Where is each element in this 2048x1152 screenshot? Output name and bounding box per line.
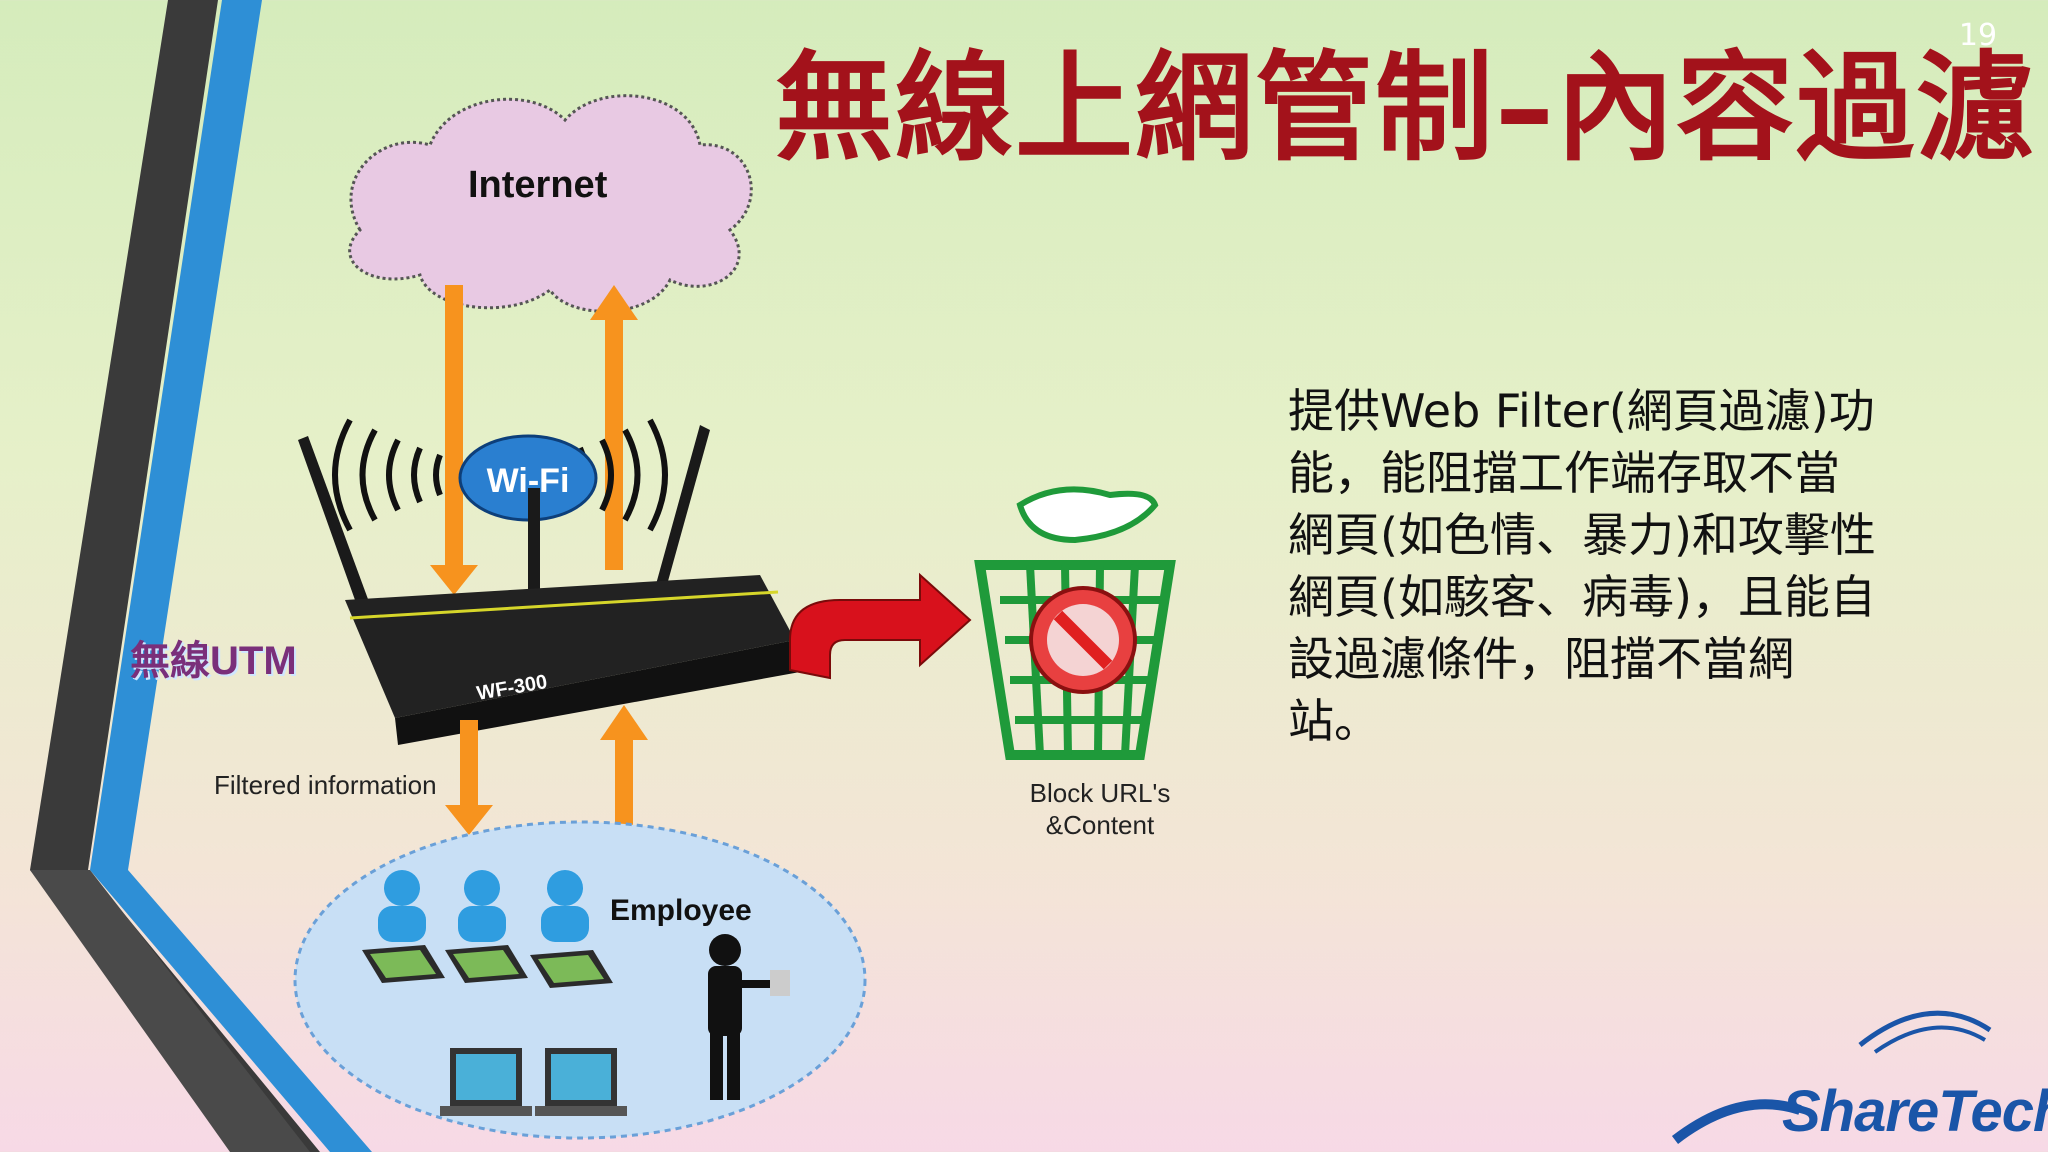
blue-stripe xyxy=(90,0,372,1152)
block-label-line: &Content xyxy=(1045,810,1155,840)
businessman-icon xyxy=(708,934,790,1100)
internet-label: Internet xyxy=(468,164,608,206)
body-line: 能，能阻擋工作端存取不當 xyxy=(1288,446,1840,500)
red-arrow-icon xyxy=(789,572,972,680)
logo-swoosh-icon xyxy=(1671,1010,1992,1144)
employee-label: Employee xyxy=(610,894,752,927)
trash-icon xyxy=(974,486,1176,760)
employee-area xyxy=(293,820,867,1140)
person-icon xyxy=(378,870,589,942)
utm-label: 無線UTM xyxy=(130,639,297,683)
wifi-badge: Wi-Fi xyxy=(458,434,598,522)
block-content-label: Block URL's &Content xyxy=(1010,777,1190,841)
slide-title: 無線上網管制–內容過濾 xyxy=(775,39,2037,177)
lower-arrows xyxy=(445,705,648,835)
upper-arrows xyxy=(430,285,638,595)
body-line: 網頁(如色情、暴力)和攻擊性 xyxy=(1288,508,1876,562)
page-number: 19 xyxy=(1958,18,1998,53)
lower-band xyxy=(30,870,310,1152)
router-device: WF-300 xyxy=(345,575,800,745)
body-line: 網頁(如駭客、病毒)，且能自 xyxy=(1288,570,1876,624)
laptop-icon xyxy=(440,1048,627,1116)
filtered-info-label: Filtered information xyxy=(214,770,437,800)
body-line: 設過濾條件，阻擋不當網 xyxy=(1288,632,1794,686)
sharetech-logo: ShareTech xyxy=(1782,1079,2048,1144)
body-line: 站。 xyxy=(1288,694,1380,748)
antennas xyxy=(298,425,710,614)
block-label-line: Block URL's xyxy=(1029,778,1171,808)
body-text: 提供Web Filter(網頁過濾)功 能，能阻擋工作端存取不當 網頁(如色情、… xyxy=(1288,380,1988,752)
cloud-icon xyxy=(348,94,753,313)
body-line: 提供Web Filter(網頁過濾)功 xyxy=(1288,384,1875,438)
dark-stripe xyxy=(30,0,320,1152)
